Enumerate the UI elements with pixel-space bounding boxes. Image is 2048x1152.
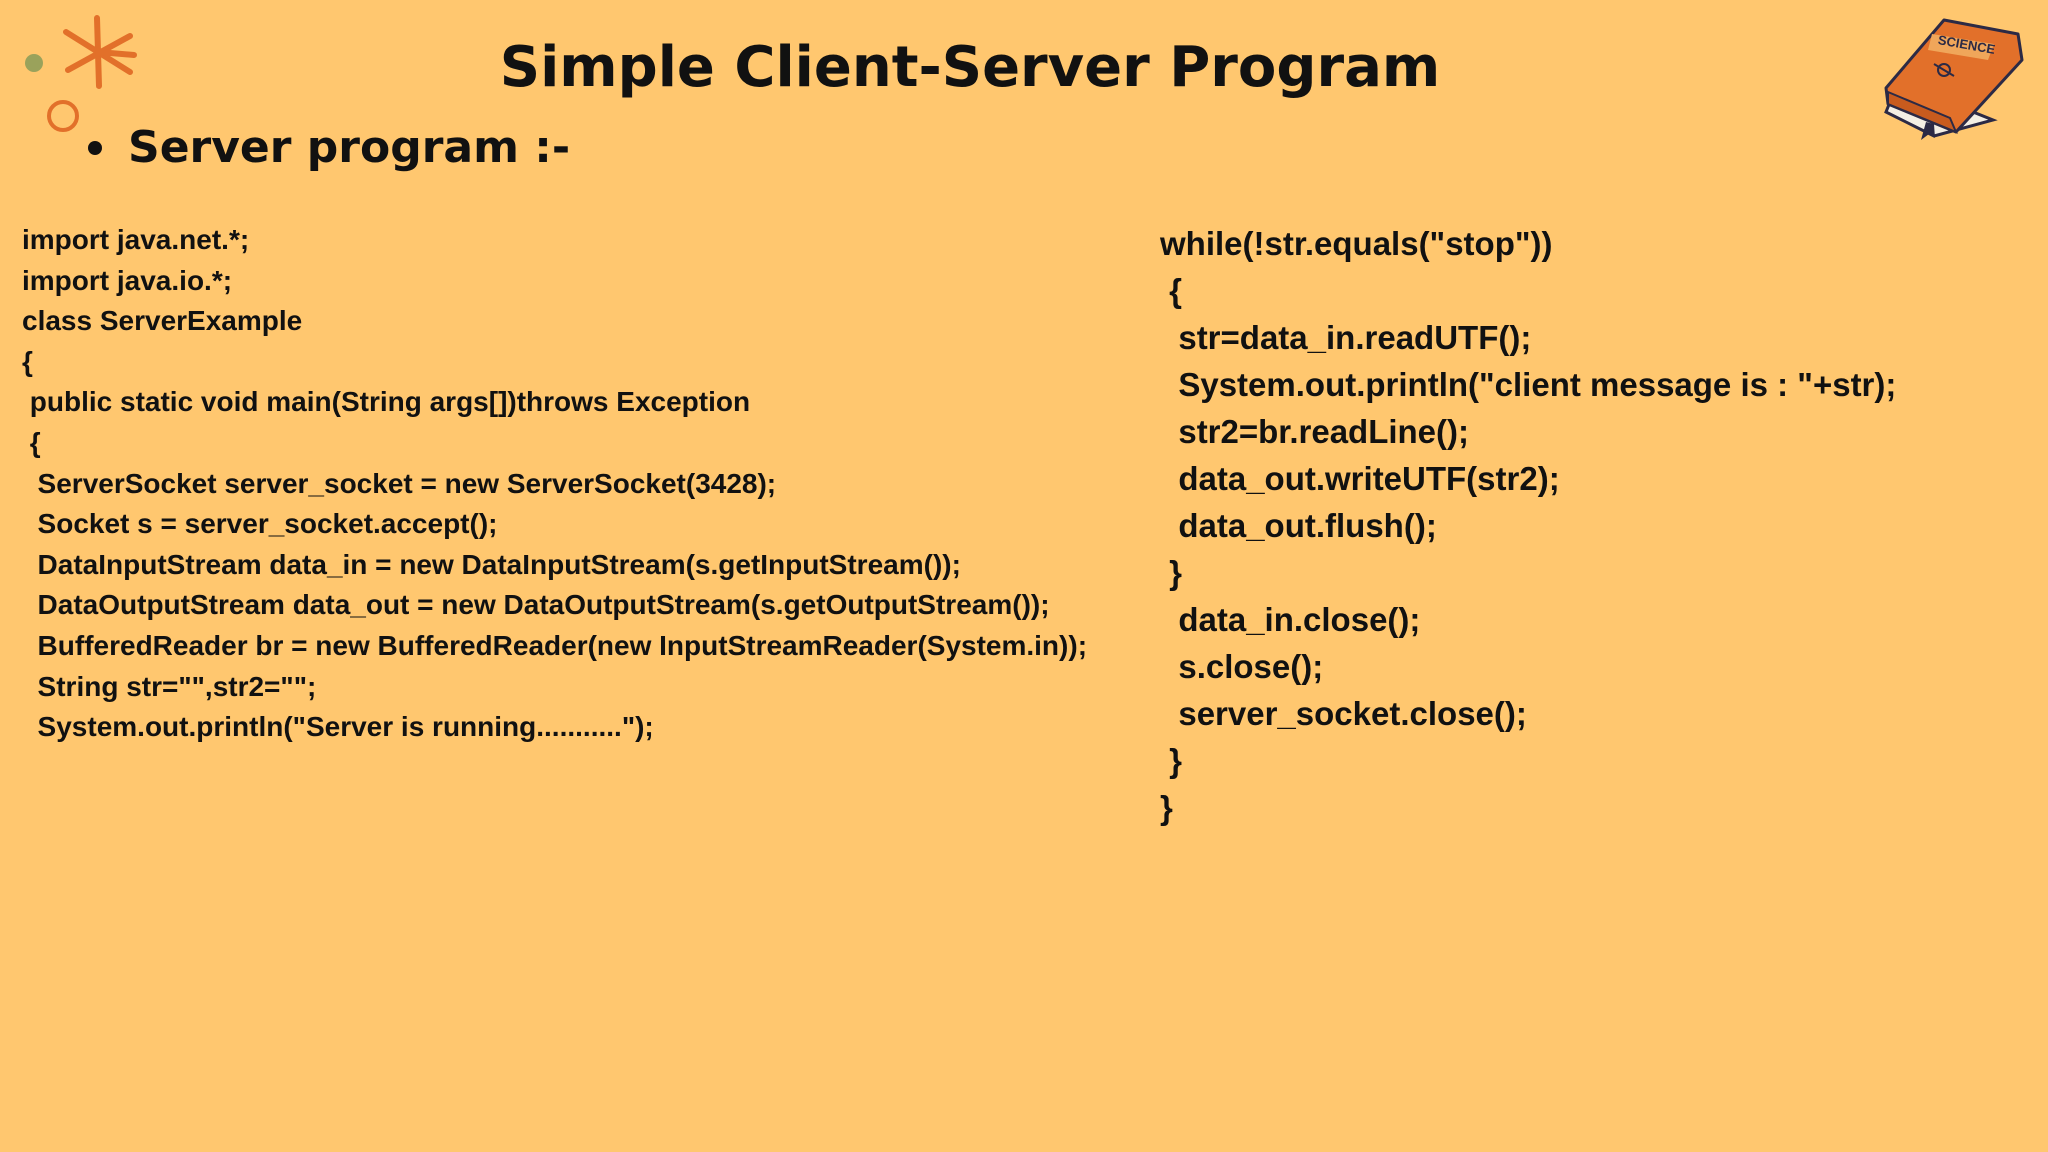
code-line: import java.net.*; bbox=[22, 224, 250, 255]
subtitle-bullet-row: Server program :- bbox=[88, 118, 570, 178]
code-line: DataOutputStream data_out = new DataOutp… bbox=[22, 589, 1050, 621]
code-line: System.out.println("Server is running...… bbox=[22, 711, 654, 743]
code-line: System.out.println("client message is : … bbox=[1160, 366, 1897, 403]
code-block-right: while(!str.equals("stop")) { str=data_in… bbox=[1160, 220, 2040, 831]
code-line: { bbox=[22, 345, 33, 377]
book-label: SCIENCE bbox=[1937, 32, 1997, 57]
code-line: str2=br.readLine(); bbox=[1160, 413, 1470, 450]
code-line: str=data_in.readUTF(); bbox=[1160, 319, 1532, 356]
slide-title: Simple Client-Server Program bbox=[499, 35, 1441, 100]
code-line: } bbox=[1160, 554, 1183, 591]
code-line: data_out.writeUTF(str2); bbox=[1160, 460, 1560, 497]
code-line: import java.io.*; bbox=[22, 264, 233, 296]
code-line: { bbox=[1160, 272, 1183, 309]
code-line: BufferedReader br = new BufferedReader(n… bbox=[22, 629, 1088, 661]
slide-subtitle: Server program :- bbox=[128, 122, 571, 173]
code-line: { bbox=[22, 426, 41, 458]
code-line: Socket s = server_socket.accept(); bbox=[22, 508, 498, 540]
code-line: } bbox=[1160, 789, 1173, 826]
code-line: while(!str.equals("stop")) bbox=[1160, 225, 1553, 262]
bullet-icon bbox=[88, 141, 102, 155]
code-line: String str="",str2=""; bbox=[22, 670, 317, 702]
code-line: } bbox=[1160, 742, 1183, 779]
ring-icon bbox=[47, 100, 79, 132]
code-line: ServerSocket server_socket = new ServerS… bbox=[22, 467, 777, 499]
code-line: data_in.close(); bbox=[1160, 601, 1421, 638]
code-line: DataInputStream data_in = new DataInputS… bbox=[22, 548, 961, 580]
code-line: data_out.flush(); bbox=[1160, 507, 1437, 544]
code-line: public static void main(String args[])th… bbox=[22, 386, 751, 418]
code-line: s.close(); bbox=[1160, 648, 1324, 685]
code-block-left: import java.net.*; import java.io.*; cla… bbox=[22, 220, 1142, 748]
code-line: class ServerExample bbox=[22, 305, 303, 337]
code-line: server_socket.close(); bbox=[1160, 695, 1527, 732]
